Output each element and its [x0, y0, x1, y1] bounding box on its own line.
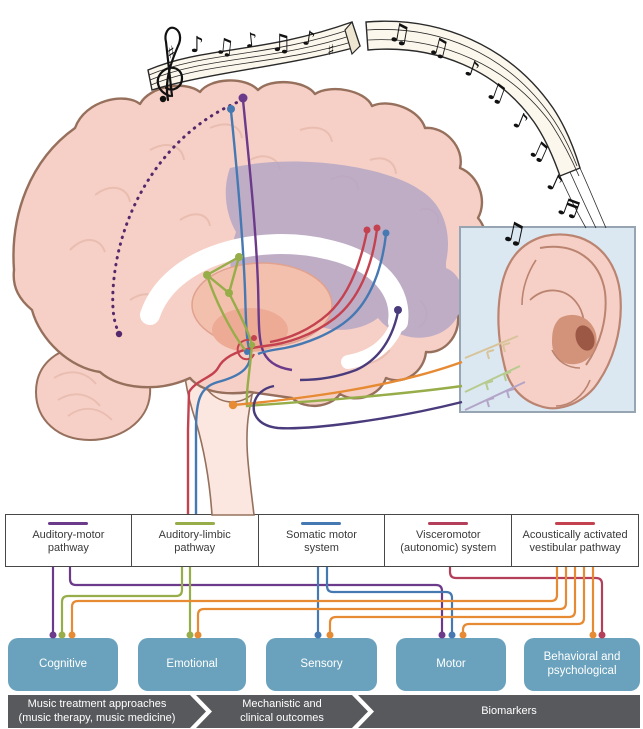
- legend-label: Acoustically activated vestibular pathwa…: [522, 529, 628, 555]
- brain-illustration: [12, 79, 488, 516]
- legend-item-vestibular: Acoustically activated vestibular pathwa…: [512, 514, 639, 567]
- music-ribbon: ♯ ♪ ♫ ♪ ♫ ♪ ♯ ♫ ♫ ♪ ♫ ♪ ♫ ♪ ♬ ♫: [147, 17, 607, 251]
- svg-text:♪: ♪: [543, 169, 567, 199]
- svg-text:♫: ♫: [482, 76, 512, 110]
- legend-item-visceromotor: Visceromotor (autonomic) system: [385, 514, 513, 567]
- process-segment-treatment: Music treatment approaches (music therap…: [8, 695, 206, 728]
- ear-illustration: [497, 233, 622, 410]
- svg-text:♪: ♪: [461, 56, 482, 84]
- auditory-motor-dashed-pathway: [111, 98, 245, 333]
- ear-auditory-input-line: [252, 384, 463, 430]
- treble-clef-icon: [156, 26, 184, 103]
- outcome-box-motor: Motor: [396, 638, 506, 691]
- legend-label: Somatic motor system: [286, 529, 357, 555]
- outcome-box-sensory: Sensory: [266, 638, 377, 691]
- somatic-motor-pathway: [194, 110, 252, 514]
- cerebellum: [34, 343, 152, 442]
- auditory-motor-pathway: [241, 99, 293, 372]
- svg-text:♫: ♫: [425, 31, 453, 63]
- ear-panel: [459, 226, 636, 413]
- svg-text:♪: ♪: [509, 108, 531, 136]
- svg-text:♫: ♫: [524, 134, 555, 168]
- legend-swatch-somatic-motor: [301, 522, 342, 525]
- process-segment-biomarkers: Biomarkers: [358, 695, 640, 728]
- svg-text:♫: ♫: [498, 214, 529, 251]
- process-segment-outcomes: Mechanistic and clinical outcomes: [196, 695, 368, 728]
- music-notes: ♯ ♪ ♫ ♪ ♫ ♪ ♯ ♫ ♫ ♪ ♫ ♪ ♫ ♪ ♬ ♫: [166, 17, 584, 251]
- svg-text:♬: ♬: [554, 192, 584, 226]
- outcome-box-cognitive: Cognitive: [8, 638, 118, 691]
- auditory-region-patch: [225, 161, 463, 338]
- svg-text:♫: ♫: [385, 17, 413, 51]
- ear-afferent-arrows: [464, 335, 526, 411]
- legend-swatch-auditory-limbic: [174, 522, 215, 525]
- pathway-lines: [111, 93, 463, 514]
- svg-text:♪: ♪: [244, 27, 259, 52]
- legend-item-auditory-motor: Auditory-motor pathway: [5, 514, 132, 567]
- svg-text:♪: ♪: [301, 25, 317, 51]
- auditory-limbic-pathway: [204, 255, 463, 408]
- legend-item-auditory-limbic: Auditory-limbic pathway: [131, 514, 259, 567]
- legend-label: Auditory-motor pathway: [32, 529, 105, 555]
- svg-text:♪: ♪: [190, 33, 204, 58]
- legend-label: Auditory-limbic pathway: [158, 529, 231, 555]
- svg-text:♫: ♫: [214, 34, 236, 61]
- brainstem: [182, 329, 260, 516]
- visceromotor-pathway: [232, 360, 463, 407]
- gyri-lines: [69, 123, 440, 365]
- connector-lines: [51, 567, 604, 632]
- vestibular-pathway: [186, 228, 379, 514]
- outcome-box-emotional: Emotional: [138, 638, 246, 691]
- legend-label: Visceromotor (autonomic) system: [400, 529, 497, 555]
- legend-swatch-visceromotor: [428, 522, 469, 525]
- svg-text:♫: ♫: [270, 29, 292, 57]
- legend-swatch-vestibular: [555, 522, 596, 525]
- cerebrum: [12, 79, 488, 407]
- svg-text:♯: ♯: [166, 43, 177, 64]
- outcome-box-behavioral: Behavioral and psychological: [524, 638, 640, 691]
- legend-swatch-auditory-motor: [48, 522, 89, 525]
- legend-item-somatic-motor: Somatic motor system: [258, 514, 386, 567]
- svg-text:♯: ♯: [327, 41, 334, 59]
- pathway-legend: Auditory-motor pathway Auditory-limbic p…: [5, 514, 639, 567]
